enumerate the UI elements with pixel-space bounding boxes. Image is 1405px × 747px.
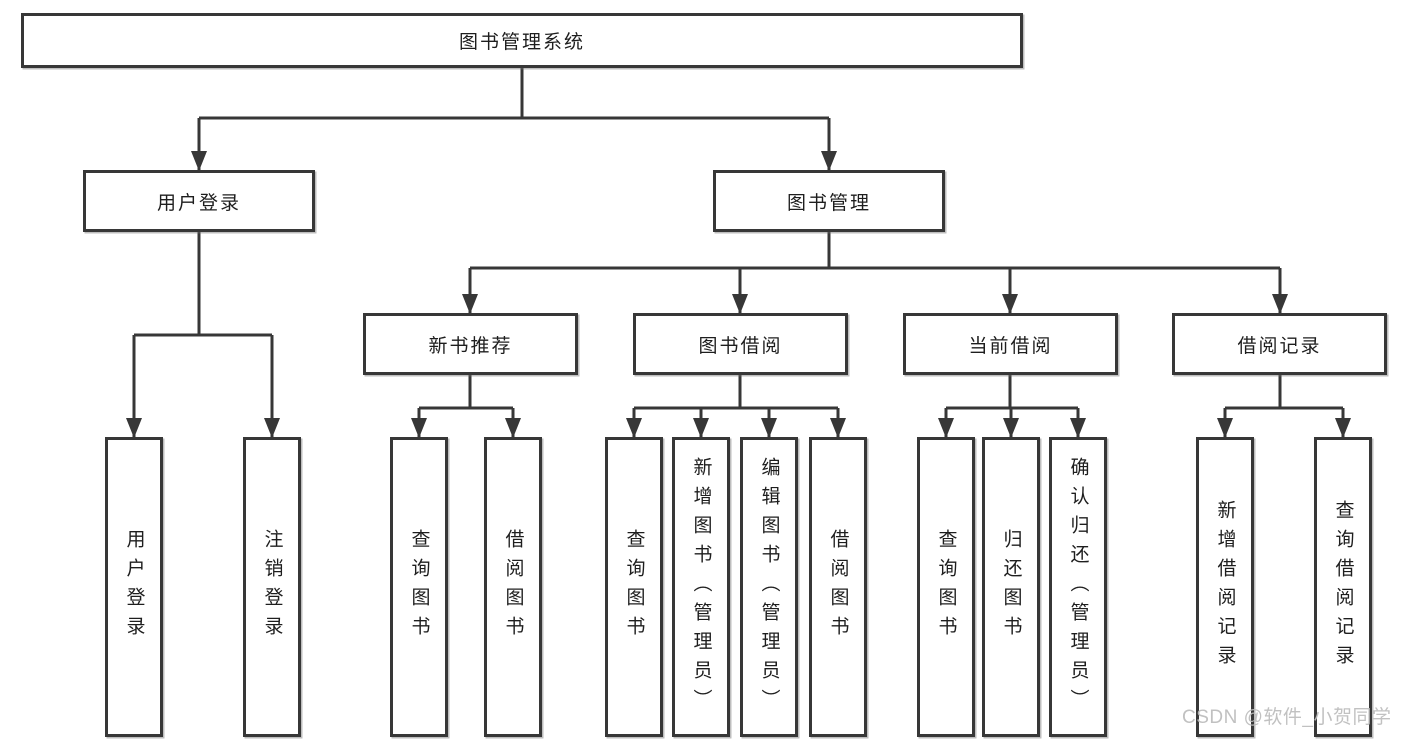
leaf-edit-books-admin: 编辑图书（管理员）	[740, 437, 798, 737]
node-book-borrowing: 图书借阅	[633, 313, 848, 375]
leaf-add-borrow-record: 新增借阅记录	[1196, 437, 1254, 737]
node-root-system: 图书管理系统	[21, 13, 1023, 68]
node-label: 用户登录	[156, 192, 241, 214]
node-book-management: 图书管理	[713, 170, 945, 232]
leaf-user-login: 用户登录	[105, 437, 163, 737]
leaf-recommend-borrow-books: 借阅图书	[484, 437, 542, 737]
node-user-login: 用户登录	[83, 170, 315, 232]
leaf-label: 借阅图书	[827, 529, 849, 645]
node-label: 图书管理	[786, 192, 871, 214]
node-current-borrowing: 当前借阅	[903, 313, 1118, 375]
leaf-label: 借阅图书	[502, 529, 524, 645]
leaf-label: 查询图书	[935, 529, 957, 645]
csdn-watermark: CSDN @软件_小贺同学	[1182, 707, 1392, 728]
leaf-label: 编辑图书（管理员）	[758, 456, 780, 718]
leaf-label: 新增图书（管理员）	[690, 456, 712, 718]
leaf-label: 用户登录	[123, 529, 145, 645]
leaf-add-books-admin: 新增图书（管理员）	[672, 437, 730, 737]
leaf-current-query-books: 查询图书	[917, 437, 975, 737]
leaf-label: 新增借阅记录	[1214, 500, 1236, 674]
node-label: 新书推荐	[428, 335, 513, 357]
node-new-book-recommend: 新书推荐	[363, 313, 578, 375]
leaf-confirm-return-admin: 确认归还（管理员）	[1049, 437, 1107, 737]
leaf-logout: 注销登录	[243, 437, 301, 737]
node-borrow-records: 借阅记录	[1172, 313, 1387, 375]
leaf-label: 查询图书	[623, 529, 645, 645]
leaf-borrow-books: 借阅图书	[809, 437, 867, 737]
leaf-borrow-query-books: 查询图书	[605, 437, 663, 737]
leaf-label: 查询图书	[408, 529, 430, 645]
node-label: 当前借阅	[968, 335, 1053, 357]
leaf-label: 确认归还（管理员）	[1067, 456, 1089, 718]
node-label: 借阅记录	[1237, 335, 1322, 357]
node-label: 图书借阅	[698, 335, 783, 357]
leaf-recommend-query-books: 查询图书	[390, 437, 448, 737]
node-label: 图书管理系统	[458, 32, 585, 53]
leaf-label: 查询借阅记录	[1332, 500, 1354, 674]
leaf-label: 注销登录	[261, 529, 283, 645]
leaf-return-books: 归还图书	[982, 437, 1040, 737]
leaf-query-borrow-record: 查询借阅记录	[1314, 437, 1372, 737]
leaf-label: 归还图书	[1000, 529, 1022, 645]
